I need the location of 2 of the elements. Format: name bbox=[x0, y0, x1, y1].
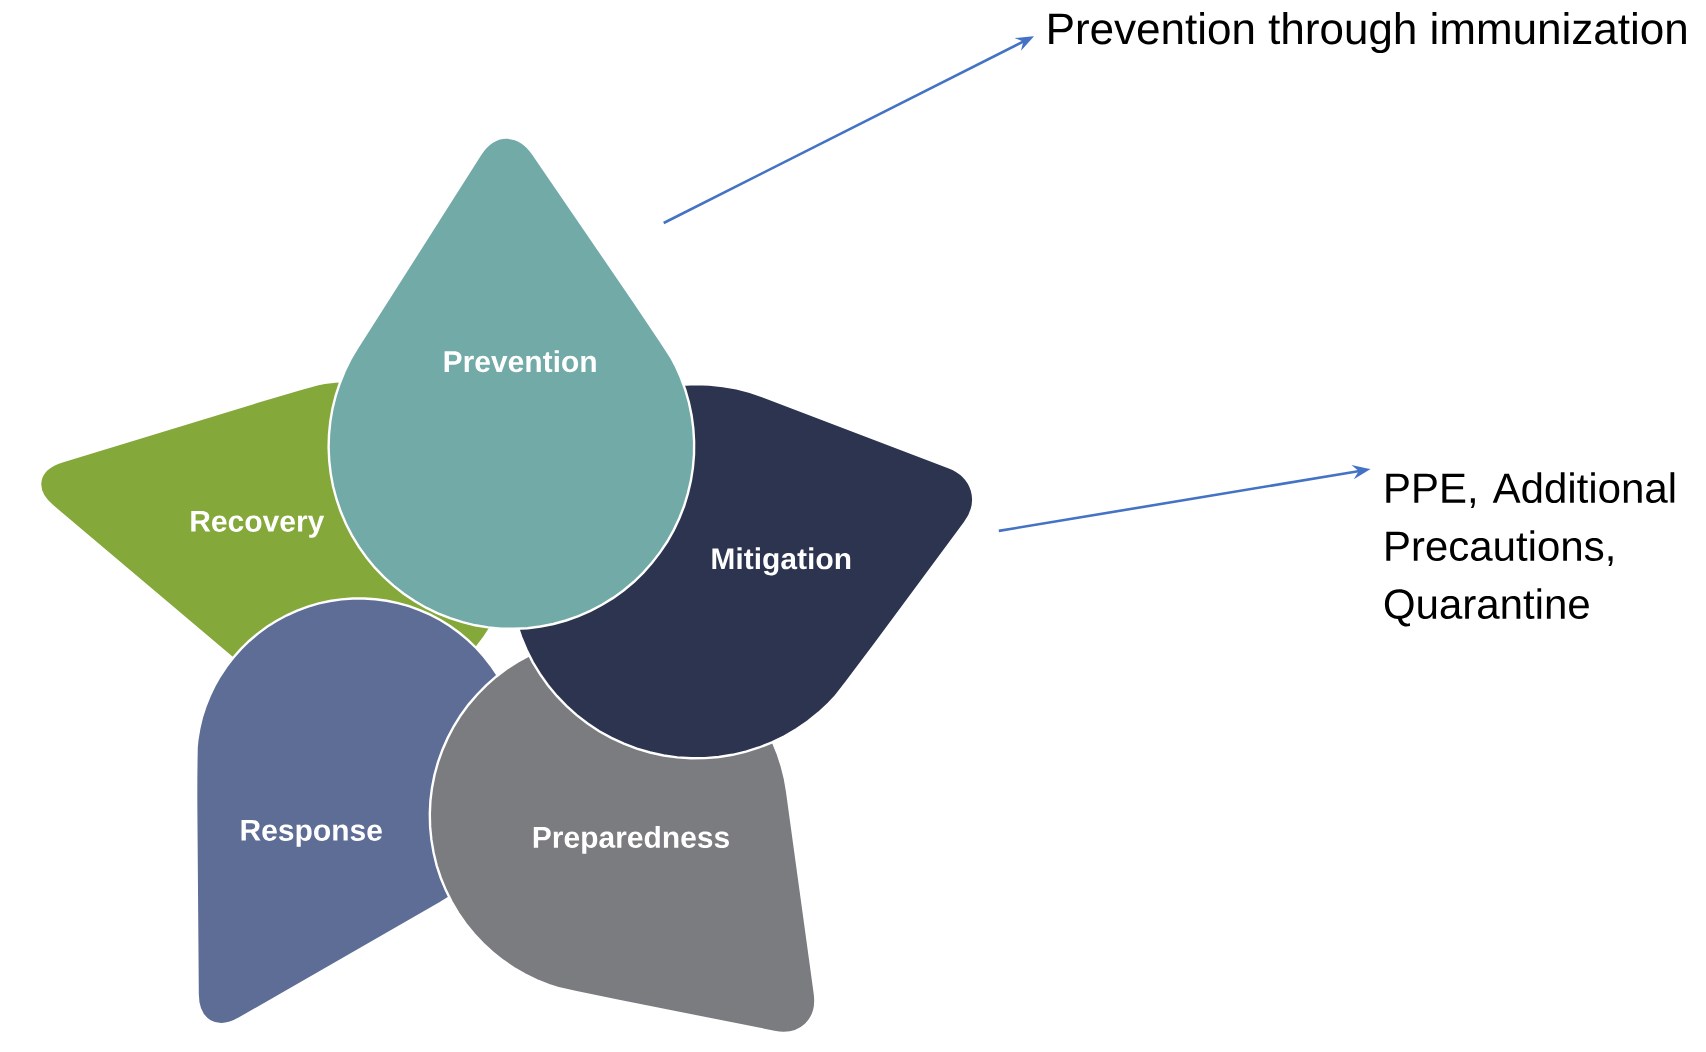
annotation-text: Prevention through immunization bbox=[1049, 12, 1686, 54]
annotation-text: PPE, Additional Precautions, Quarantine bbox=[1384, 472, 1675, 627]
